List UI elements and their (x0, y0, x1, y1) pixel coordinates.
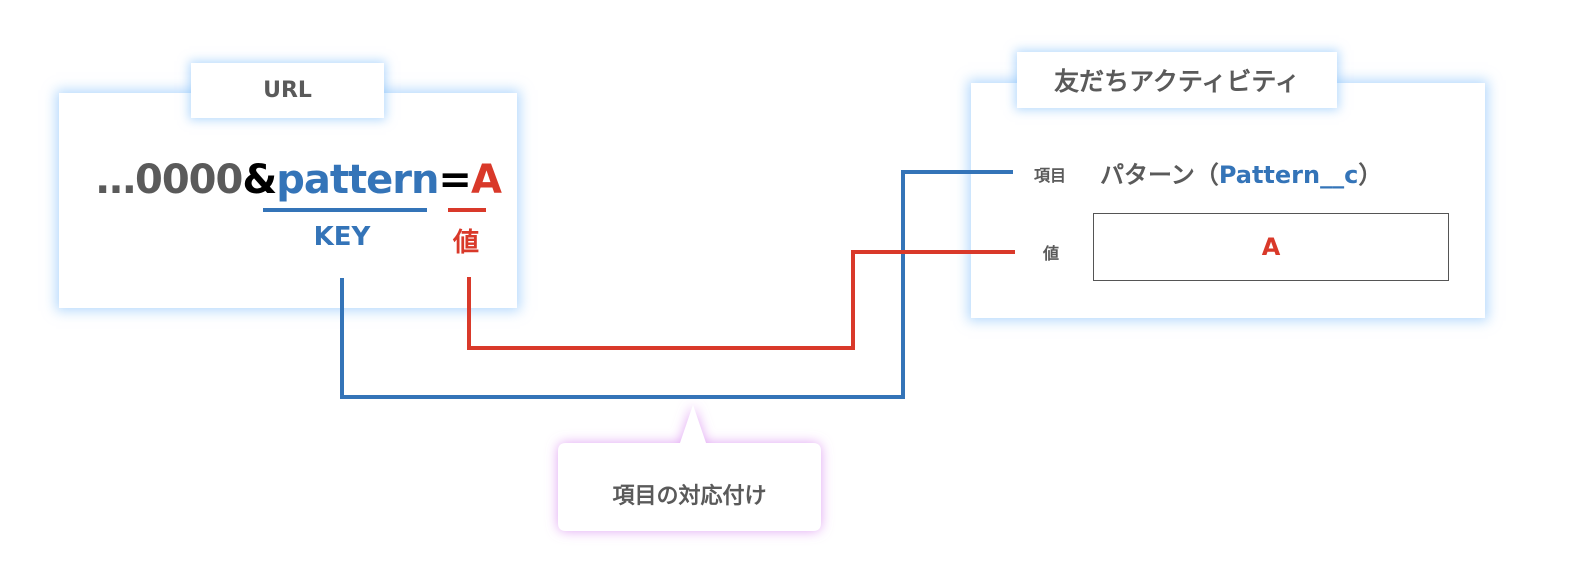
field-api-name: Pattern__c (1218, 161, 1359, 189)
field-close: ） (1358, 161, 1383, 189)
value-field: A (1093, 213, 1449, 281)
key-label: KEY (313, 222, 371, 252)
url-equals: = (438, 157, 472, 203)
activity-panel (971, 83, 1485, 318)
key-underline (263, 208, 427, 212)
field-name: パターン（Pattern__c） (1100, 155, 1382, 190)
activity-panel-title: 友だちアクティビティ (1017, 52, 1337, 108)
value-connector (467, 250, 1015, 350)
field-name-ja: パターン（ (1100, 161, 1219, 189)
value-row-label: 値 (1043, 244, 1060, 263)
value-label: 値 (452, 228, 479, 258)
value-underline (448, 208, 486, 212)
value-field-text: A (1261, 233, 1281, 261)
url-panel (59, 93, 517, 308)
callout-bubble (558, 405, 821, 531)
callout-text: 項目の対応付け (612, 484, 767, 509)
url-panel-title: URL (191, 63, 384, 118)
url-prefix: …0000 (96, 157, 243, 203)
url-value: A (470, 157, 502, 203)
url-key: pattern (276, 157, 439, 203)
key-connector (340, 170, 1013, 399)
field-label: 項目 (1034, 166, 1067, 185)
url-string: …0000&pattern=A (96, 150, 502, 210)
url-ampersand: & (242, 157, 277, 203)
